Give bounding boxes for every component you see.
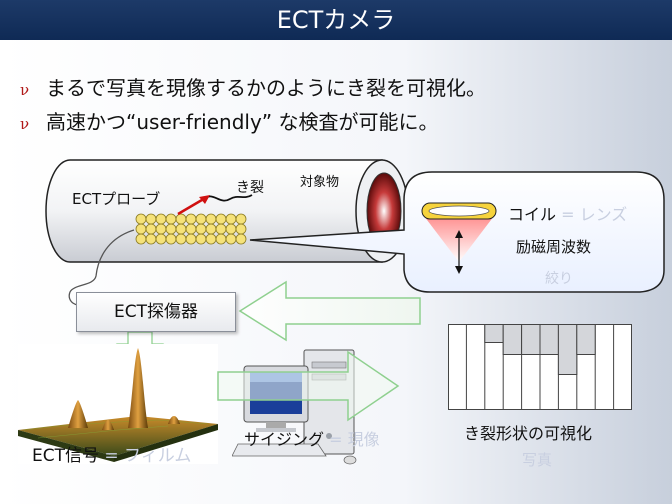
bullet-1: ν まるで写真を現像するかのようにき裂を可視化。 — [20, 72, 486, 101]
ect-signal-surface-plot — [18, 344, 218, 464]
coil-label: コイル = レンズ — [508, 201, 627, 225]
coil-lens-icon — [421, 202, 497, 274]
photo-label: 写真 — [522, 451, 553, 469]
shape-visualization-label: き裂形状の可視化 — [464, 424, 593, 443]
bullet-text: まるで写真を現像するかのようにき裂を可視化。 — [46, 76, 486, 100]
signal-analogy-text: = フィルム — [99, 446, 192, 466]
probe-label: ECTプローブ — [72, 190, 161, 208]
signal-label: ECT信号 = フィルム — [32, 441, 191, 466]
target-label: 対象物 — [300, 175, 340, 190]
frequency-label: 励磁周波数 — [516, 238, 592, 256]
sizing-main-text: サイジング — [244, 430, 325, 449]
signal-main-text: ECT信号 — [32, 446, 99, 466]
bullet-mark: ν — [20, 81, 30, 99]
probe-array-icon — [135, 213, 247, 245]
bullet-text: 高速かつ“user-friendly” な検査が可能に。 — [46, 110, 439, 134]
coil-main-text: コイル — [508, 205, 557, 224]
coil-analogy-text: = レンズ — [556, 205, 628, 224]
aperture-label: 絞り — [545, 271, 573, 287]
page-title: ECTカメラ — [0, 0, 672, 40]
crack-label: き裂 — [236, 180, 264, 196]
crack-line-icon — [204, 194, 253, 202]
probe-cable-icon — [68, 229, 135, 306]
ect-detector-box: ECT探傷器 — [76, 292, 236, 332]
forward-arrow-icon — [217, 350, 400, 422]
bullet-2: ν 高速かつ“user-friendly” な検査が可能に。 — [20, 106, 439, 135]
crack-shape-chart — [448, 324, 632, 410]
sizing-label: サイジング = 現像 — [244, 426, 380, 450]
bullet-mark: ν — [20, 115, 30, 133]
return-arrow-icon — [238, 280, 421, 342]
sizing-analogy-text: = 現像 — [324, 430, 380, 449]
